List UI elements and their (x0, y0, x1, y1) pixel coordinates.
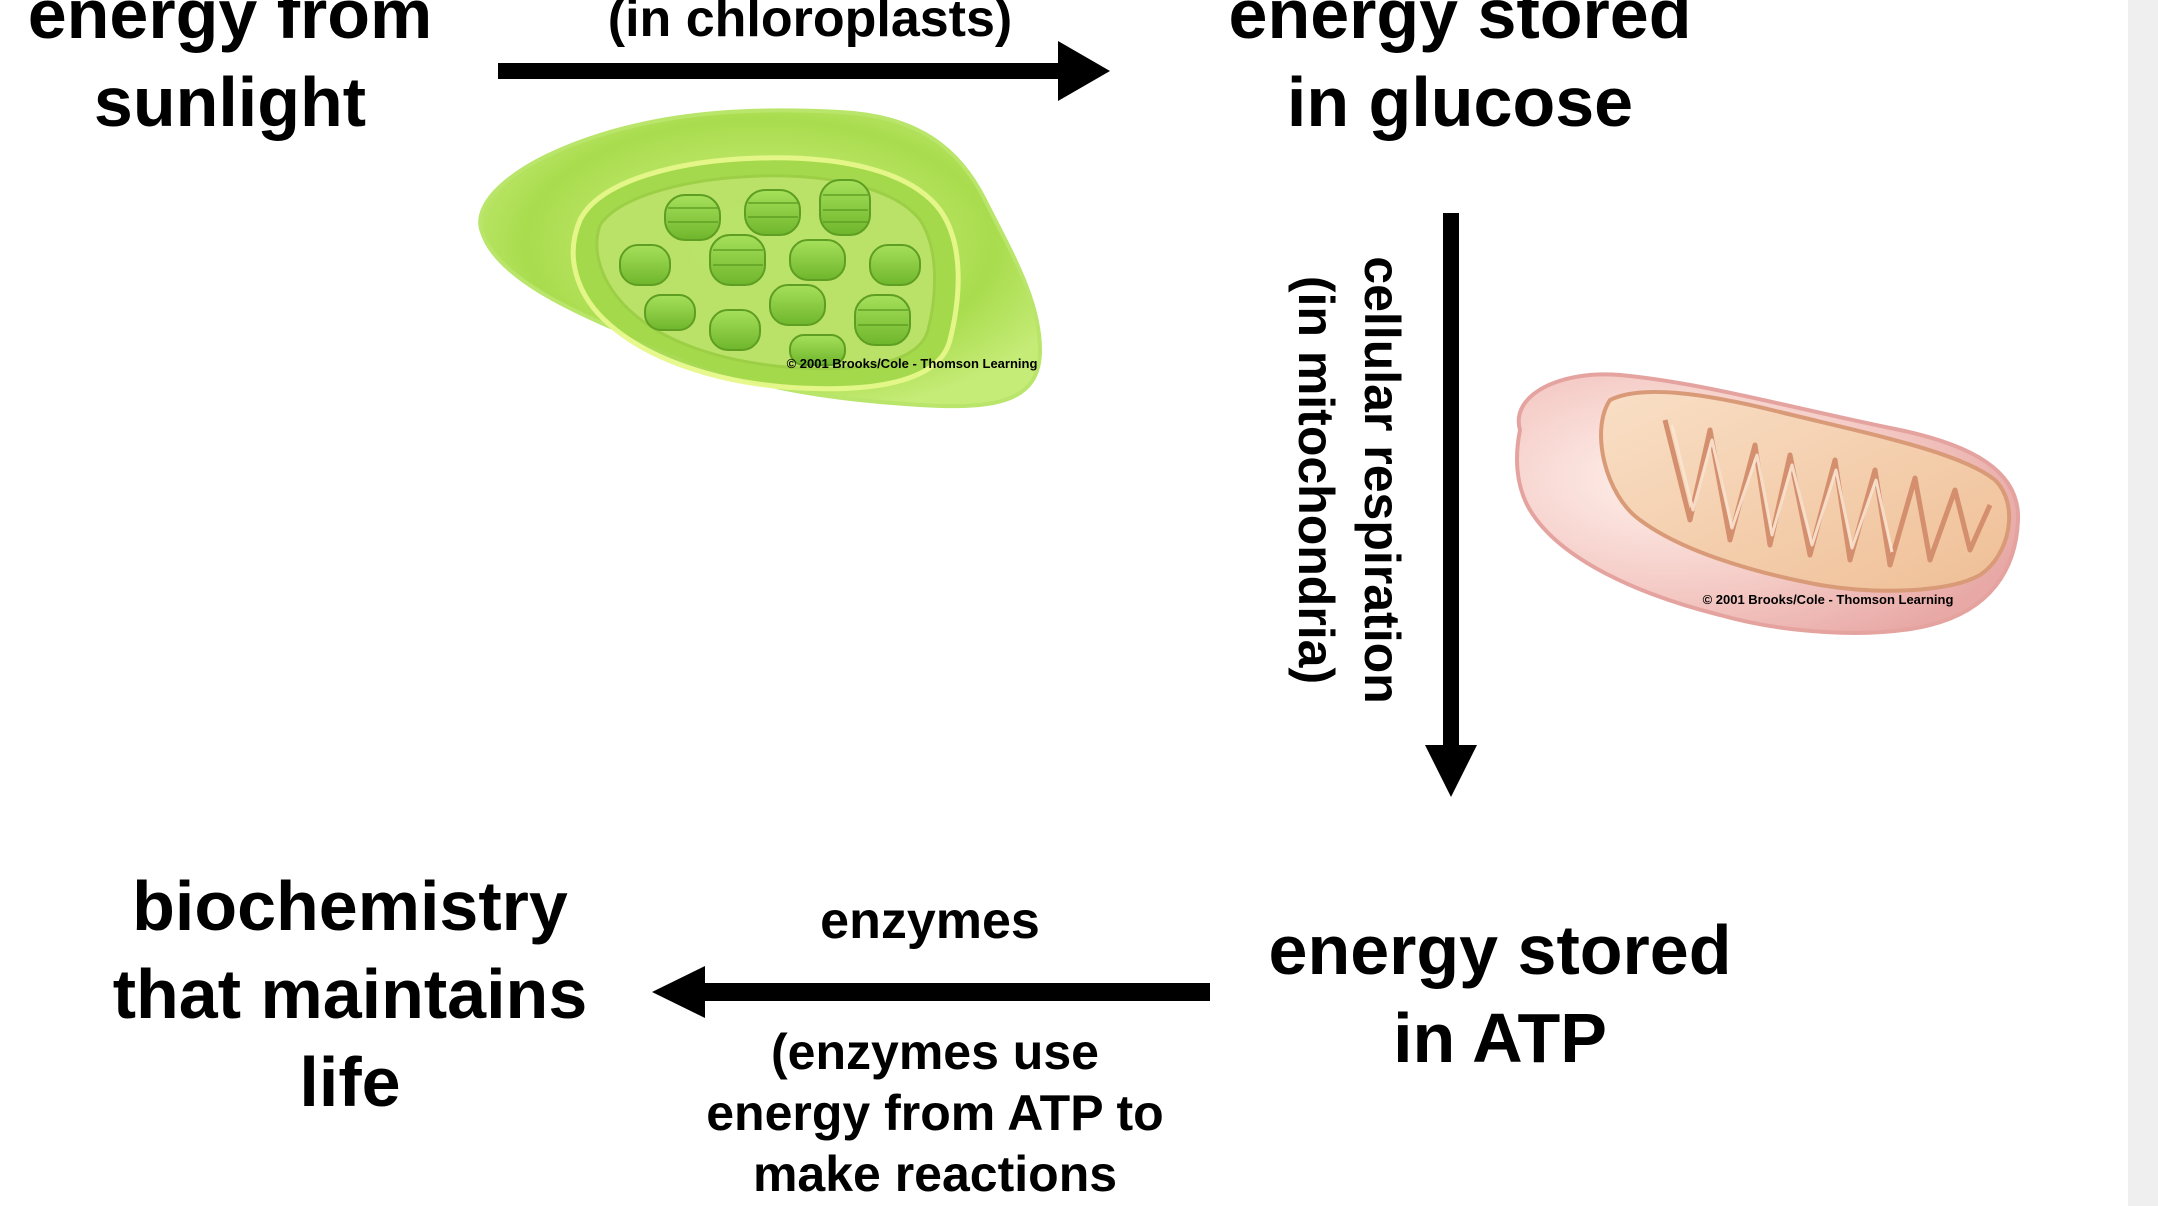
node-energy-stored-in-glucose: energy stored in glucose (1180, 0, 1740, 146)
node-atp-line1: energy stored (1268, 911, 1732, 989)
node-life-line1: biochemistry (132, 867, 568, 945)
node-life-line2: that maintains (112, 955, 588, 1033)
arrow-photosynthesis (498, 41, 1110, 101)
node-glucose-line2: in glucose (1286, 63, 1634, 141)
node-sunlight-line2: sunlight (93, 63, 367, 141)
label-enzymes: enzymes (820, 892, 1040, 950)
chloroplast-credit: © 2001 Brooks/Cole - Thomson Learning (786, 356, 1038, 371)
node-biochemistry-that-maintains-life: biochemistry that maintains life (80, 862, 620, 1126)
label-enzymes-note: (enzymes use energy from ATP to make rea… (660, 1022, 1210, 1205)
node-atp-line2: in ATP (1393, 999, 1607, 1077)
mitochondrion-illustration (1515, 372, 2021, 635)
label-respiration-line1: cellular respiration (1354, 256, 1410, 704)
node-life-line3: life (299, 1043, 401, 1121)
arrow-enzymes (652, 966, 1210, 1018)
node-sunlight-line1: energy from (27, 0, 433, 53)
slide-edge-strip (2128, 0, 2158, 1206)
node-energy-stored-in-atp: energy stored in ATP (1220, 906, 1780, 1082)
mitochondrion-credit: © 2001 Brooks/Cole - Thomson Learning (1702, 592, 1954, 607)
node-glucose-line1: energy stored (1228, 0, 1692, 53)
label-enzymes-note-line3: make reactions (752, 1146, 1118, 1202)
label-in-chloroplasts: (in chloroplasts) (607, 0, 1013, 48)
label-respiration-line2: (in mitochondria) (1288, 275, 1344, 685)
chloroplast-illustration (478, 108, 1043, 409)
arrow-cellular-respiration (1425, 213, 1477, 797)
node-energy-from-sunlight: energy from sunlight (0, 0, 460, 146)
label-cellular-respiration: cellular respiration (in mitochondria) (1265, 250, 1415, 710)
label-enzymes-note-line1: (enzymes use (771, 1024, 1099, 1080)
label-enzymes-note-line2: energy from ATP to (706, 1085, 1164, 1141)
